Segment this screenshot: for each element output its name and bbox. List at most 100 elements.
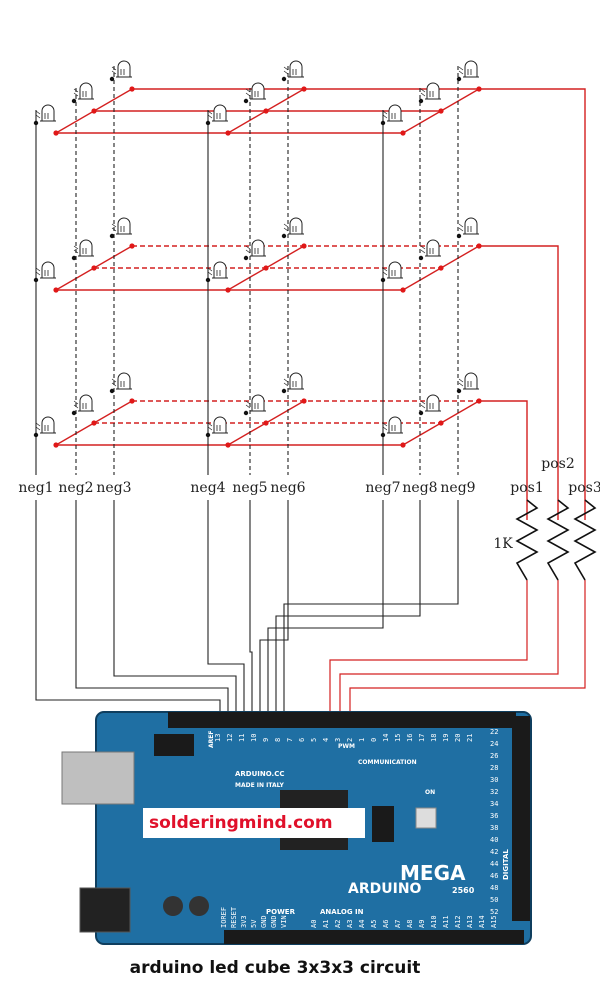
cathode-dot: [243, 255, 249, 261]
cathode-dot: [109, 233, 115, 239]
pin-label: A2: [334, 920, 342, 928]
pin-label: IOREF: [220, 907, 228, 928]
cathode-dot: [456, 233, 462, 239]
cathode-dot: [281, 388, 287, 394]
junction-dot: [263, 108, 269, 114]
junction-dot: [400, 442, 406, 448]
pin-label: A6: [382, 920, 390, 928]
neg-lead: [75, 500, 229, 712]
junction-dot: [129, 86, 135, 92]
led-icon: [207, 416, 229, 434]
led-icon: [35, 416, 57, 434]
pos-wire: [479, 88, 586, 520]
cathode-dot: [71, 255, 77, 261]
led-icon: [245, 239, 267, 257]
pin-label: GND: [260, 915, 268, 928]
pos-label-2: pos2: [541, 456, 574, 472]
digital-header-top: [168, 712, 516, 728]
neg-lead: [207, 500, 245, 712]
pin-label: A12: [454, 915, 462, 928]
junction-dot: [438, 420, 444, 426]
led-icon: [382, 261, 404, 279]
pin-label: A0: [310, 920, 318, 928]
junction-dot: [53, 130, 59, 136]
junction-dot: [400, 287, 406, 293]
cathode-dot: [418, 410, 424, 416]
pin-label: 34: [490, 800, 498, 808]
pin-label: 20: [454, 734, 462, 742]
pin-label: A7: [394, 920, 402, 928]
pos-wire: [479, 400, 528, 520]
capacitor-2: [189, 896, 209, 916]
resistors: [515, 499, 597, 581]
junction-dot: [438, 265, 444, 271]
aref-label: AREF: [208, 731, 215, 748]
neg-label-4: neg4: [190, 480, 225, 496]
junction-dot: [263, 420, 269, 426]
board-site: ARDUINO.CC: [235, 770, 285, 778]
cathode-dot: [109, 388, 115, 394]
junction-dot: [129, 398, 135, 404]
pin-label: 8: [274, 738, 282, 742]
neg-lead: [249, 500, 253, 712]
junction-dot: [91, 108, 97, 114]
junction-dot: [225, 442, 231, 448]
led-icon: [111, 372, 133, 390]
pin-label: A9: [418, 920, 426, 928]
neg-label-2: neg2: [58, 480, 93, 496]
led-icon: [283, 217, 305, 235]
caption: arduino led cube 3x3x3 circuit: [129, 958, 421, 978]
pin-label: A13: [466, 915, 474, 928]
board-model: MEGA: [400, 861, 466, 885]
cathode-dot: [71, 98, 77, 104]
pwm-label: PWM: [338, 743, 355, 750]
pin-label: 42: [490, 848, 498, 856]
led-icon: [35, 261, 57, 279]
neg-label-8: neg8: [402, 480, 437, 496]
on-label: ON: [425, 789, 435, 796]
digital-header-right: [512, 716, 530, 921]
pin-label: 5: [310, 738, 318, 742]
pin-label: 30: [490, 776, 498, 784]
pin-label: 52: [490, 908, 498, 916]
junction-dot: [91, 265, 97, 271]
junction-dot: [301, 86, 307, 92]
junction-dot: [91, 420, 97, 426]
cathode-dot: [205, 277, 211, 283]
cathode-dot: [418, 98, 424, 104]
led-icon: [458, 60, 480, 78]
icsp-header-2: [372, 806, 394, 842]
cathode-dot: [71, 410, 77, 416]
led-icon: [420, 239, 442, 257]
pin-label: 6: [298, 738, 306, 742]
led-icon: [458, 372, 480, 390]
junction-dot: [476, 243, 482, 249]
led-icon: [420, 82, 442, 100]
junction-dot: [263, 265, 269, 271]
pin-label: 10: [250, 734, 258, 742]
neg-label-1: neg1: [18, 480, 53, 496]
led-icon: [73, 239, 95, 257]
cathode-dot: [109, 76, 115, 82]
board-model-number: 2560: [452, 886, 475, 895]
pos-label-3: pos3: [568, 480, 600, 496]
cathode-dot: [380, 120, 386, 126]
pin-label: 16: [406, 734, 414, 742]
led-icon: [207, 104, 229, 122]
pin-label: 9: [262, 738, 270, 742]
pin-label: 48: [490, 884, 498, 892]
led-icon: [458, 217, 480, 235]
pin-label: 21: [466, 734, 474, 742]
junction-dot: [129, 243, 135, 249]
resistor-1: [515, 499, 539, 581]
led-icon: [111, 217, 133, 235]
led-icon: [382, 416, 404, 434]
pin-label: 4: [322, 738, 330, 742]
usb-connector: [61, 751, 135, 805]
led-icon: [283, 60, 305, 78]
pin-label: 32: [490, 788, 498, 796]
power-jack: [79, 887, 131, 933]
